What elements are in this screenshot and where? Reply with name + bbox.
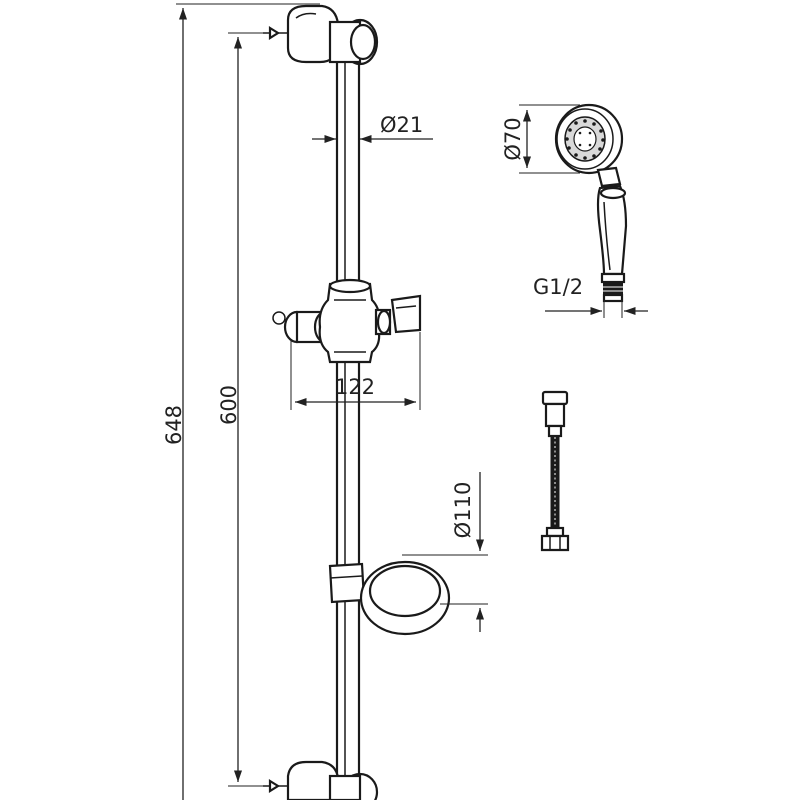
dim-label-total-height: 648 <box>162 405 186 445</box>
dim-label-slider-width: 122 <box>335 375 375 399</box>
dim-label-bar-height: 600 <box>217 385 241 425</box>
slider <box>272 278 422 364</box>
dim-handshower-diameter: Ø70 <box>501 104 580 174</box>
hand-shower <box>554 103 628 303</box>
dim-total-height: 648 <box>162 3 320 800</box>
dim-slider-width: 122 <box>290 332 421 410</box>
dim-thread: G1/2 <box>533 275 648 318</box>
rail <box>335 53 361 792</box>
ring-holder <box>328 560 451 636</box>
dim-label-handshower-diameter: Ø70 <box>501 117 525 160</box>
top-wall-bracket <box>263 4 379 66</box>
dim-label-rail-diameter: Ø21 <box>380 113 423 137</box>
bottom-wall-bracket <box>263 760 379 800</box>
dim-holder-diameter: Ø110 <box>402 472 488 632</box>
dim-rail-diameter: Ø21 <box>312 113 433 144</box>
dim-label-holder-diameter: Ø110 <box>451 482 475 539</box>
dim-bar-height: 600 <box>217 32 268 787</box>
spray-nozzles <box>565 119 605 160</box>
hose <box>540 390 570 552</box>
dim-label-thread: G1/2 <box>533 275 583 299</box>
